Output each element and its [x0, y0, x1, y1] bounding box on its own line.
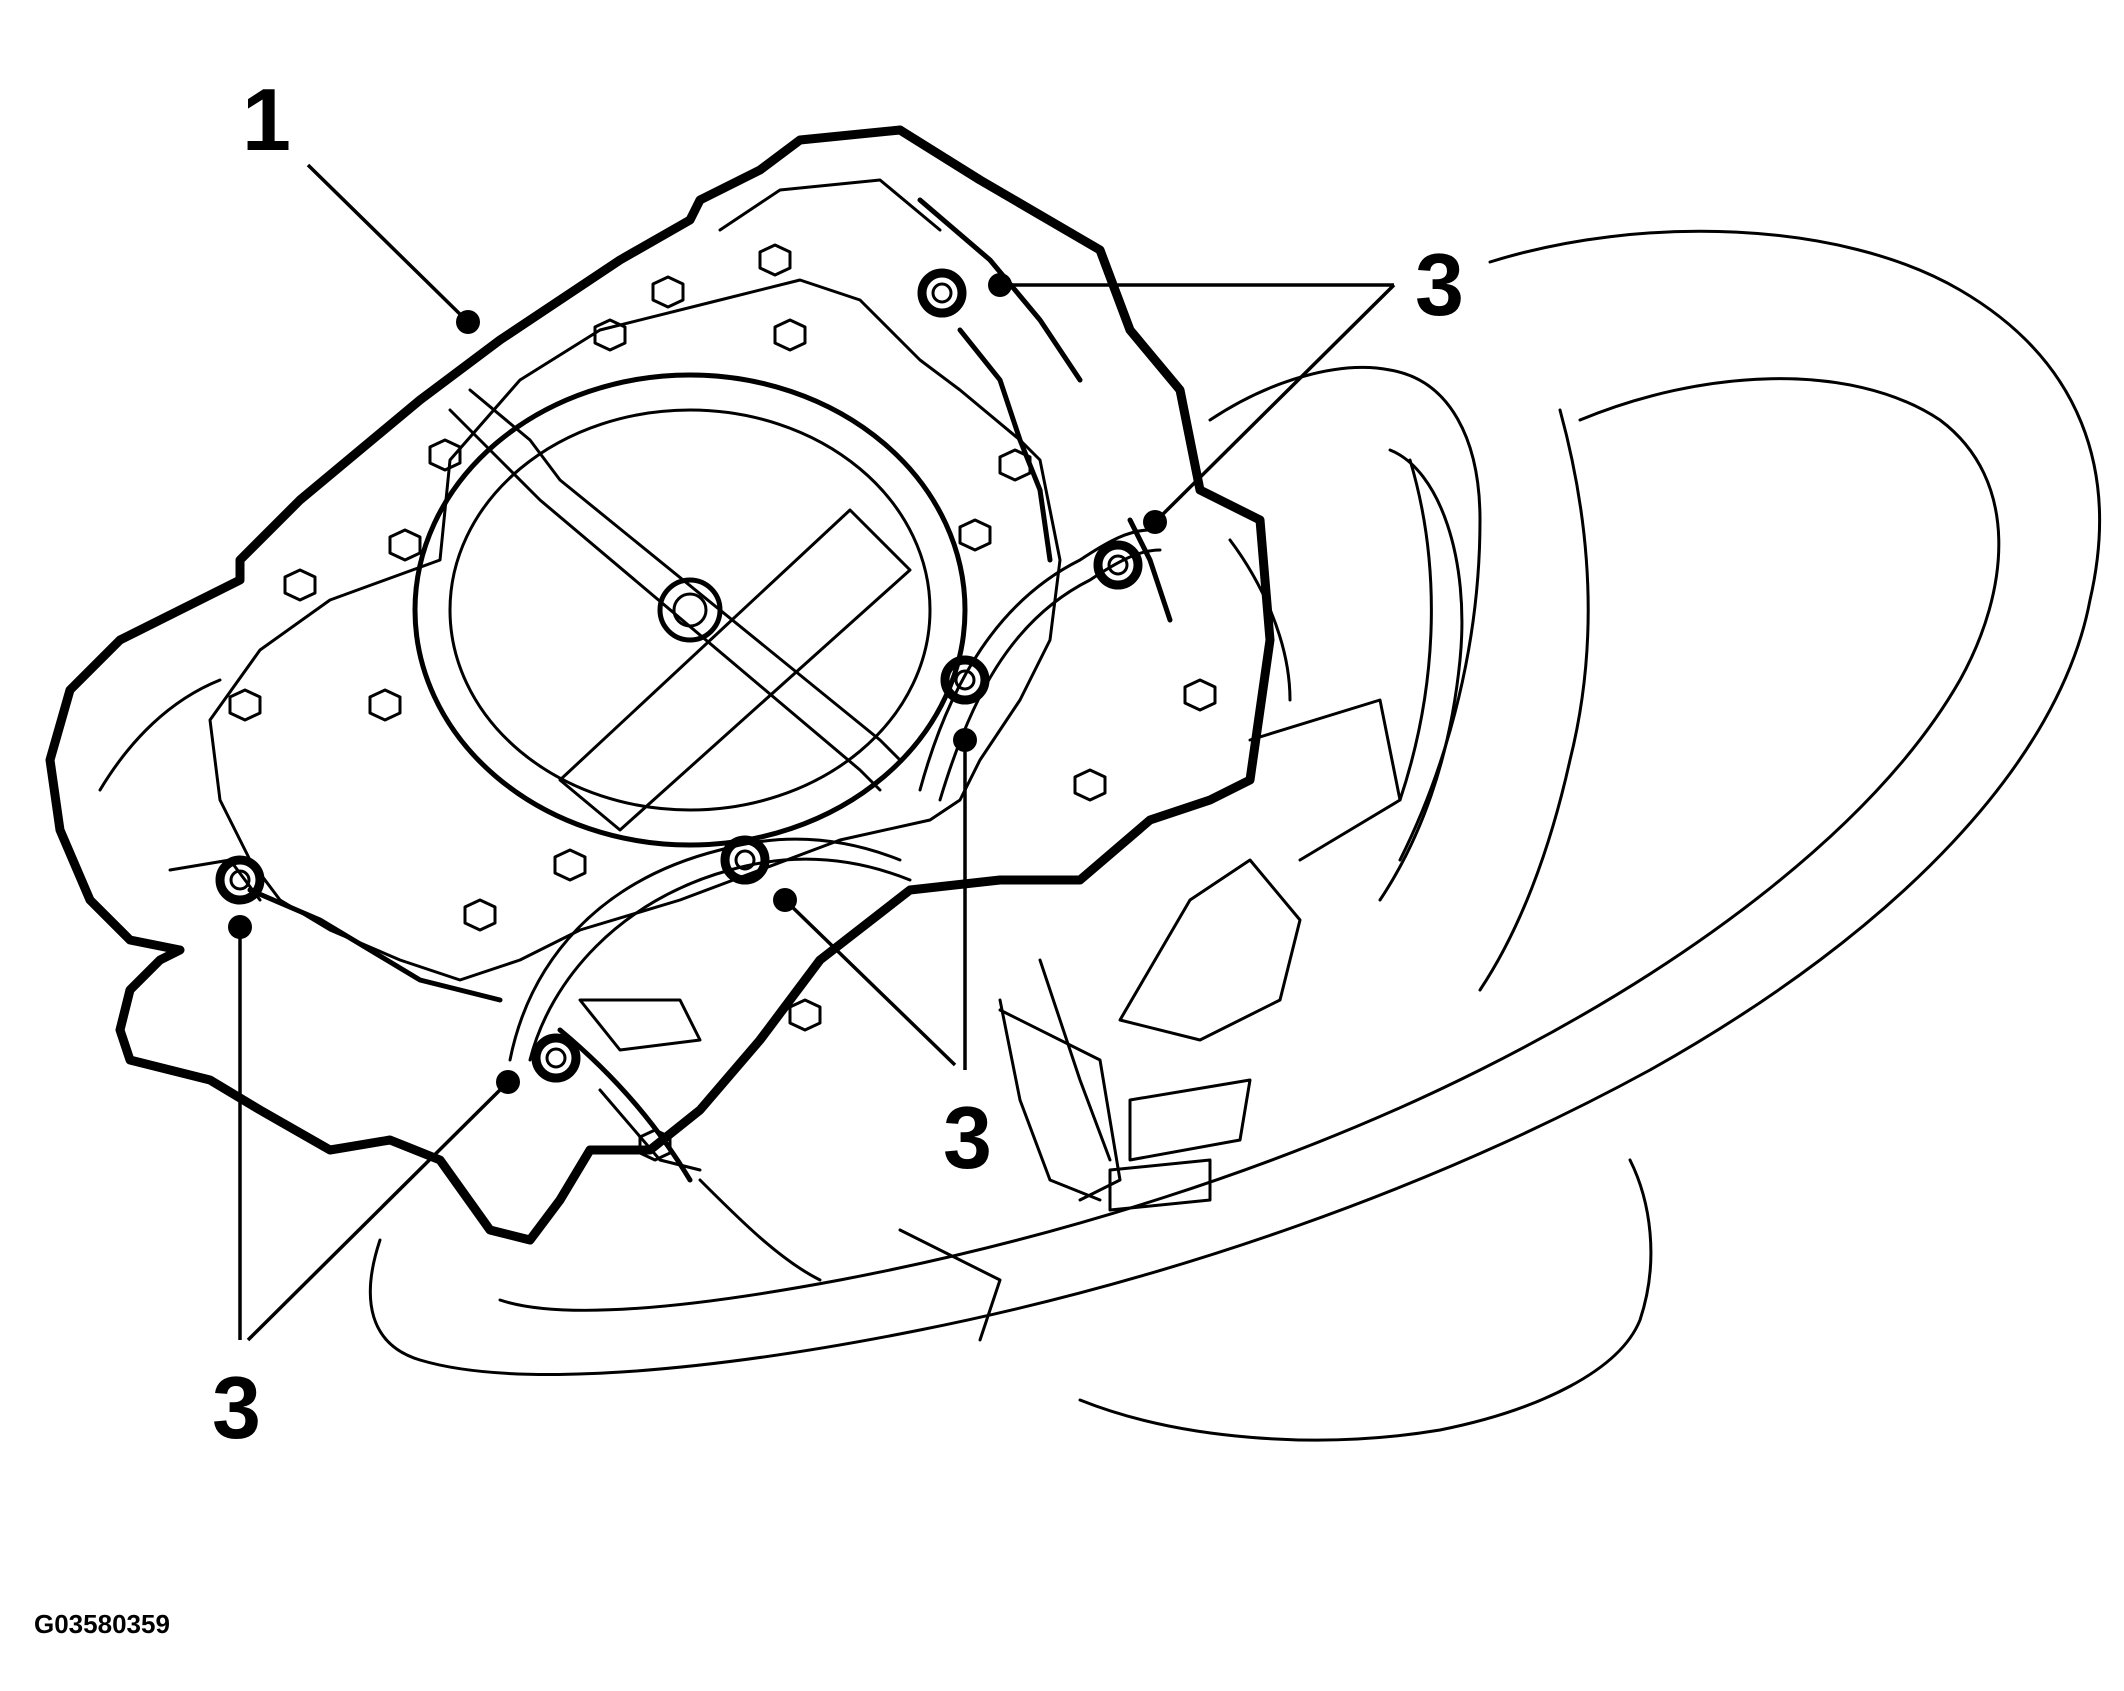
airbag-module-housing [45, 125, 1275, 1245]
leader-dot [773, 888, 797, 912]
inflator-plate [208, 278, 1062, 982]
bolt-bottom [531, 1033, 581, 1083]
steering-column-hub [698, 538, 1402, 1342]
leader-lines [228, 163, 1396, 1342]
callout-3-bottom-left: 3 [212, 1358, 261, 1457]
bolt-right [1093, 540, 1143, 590]
inflator-studs [228, 243, 1217, 1162]
leader-dot [953, 728, 977, 752]
inflator-body [412, 372, 968, 848]
bolt-center [940, 655, 990, 705]
leader-dot [456, 310, 480, 334]
bolts [215, 268, 1143, 1083]
inflator-label-panel [558, 508, 912, 832]
callout-3-top-right: 3 [1415, 235, 1464, 334]
figure-id: G03580359 [34, 1609, 170, 1639]
leader-dot [496, 1070, 520, 1094]
bolt-top-right [917, 268, 967, 318]
leader-dot [228, 915, 252, 939]
steering-wheel-rim [368, 229, 2102, 1442]
bolt-lower-center [720, 835, 770, 885]
bolt-left [215, 855, 265, 905]
callout-3-center: 3 [943, 1088, 992, 1187]
leader-dot [1143, 510, 1167, 534]
leader-dot [988, 273, 1012, 297]
callout-1: 1 [242, 70, 291, 169]
wire-harness [508, 528, 1162, 1202]
